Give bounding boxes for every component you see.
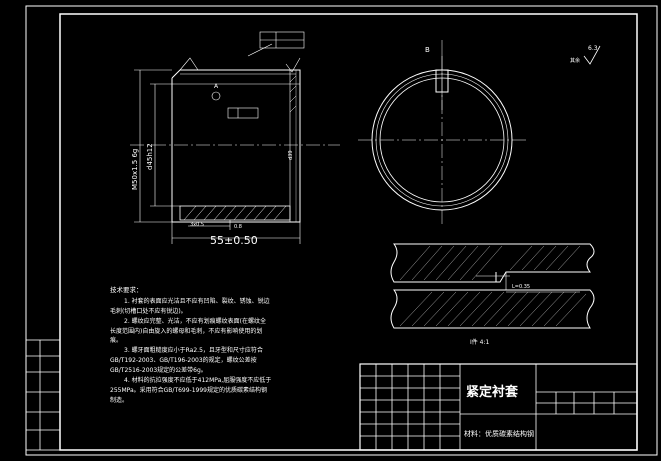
roughness-symbol <box>583 45 601 65</box>
left-stamp-boxes <box>25 339 61 451</box>
title-block <box>359 363 638 451</box>
tech-line: 3. 螺牙面粗糙度应小于Ra2.5，且牙型和尺寸应符合 <box>124 346 263 354</box>
ref-b: B <box>425 46 430 54</box>
tech-line: GB/T2516-2003规定的公差带6g。 <box>110 366 207 374</box>
tech-line: 4. 材料的抗拉强度不应低于412MPa,屈服强度不应低于 <box>124 376 271 384</box>
dim-diameter: d45h12 <box>146 143 154 170</box>
inner-frame <box>59 13 638 451</box>
dim-inner: d39 <box>288 150 294 160</box>
tech-line: 制造。 <box>110 396 128 404</box>
dim-cut-len: 3x0.5 <box>190 222 204 228</box>
outer-frame <box>25 5 658 456</box>
tech-line: 1. 衬套的表面应光洁且不应有凹陷、裂纹、锈蚀、锐边 <box>124 297 270 305</box>
tech-requirements: 技术要求： 1. 衬套的表面应光洁且不应有凹陷、裂纹、锈蚀、锐边 毛刺(切槽口处… <box>110 285 271 404</box>
tech-line: 2. 螺纹应完整、光洁，不应有划痕螺纹表面(在螺纹全 <box>124 317 266 325</box>
main-dimensions <box>134 31 305 244</box>
ref-a: A <box>214 83 219 90</box>
main-view <box>171 69 301 223</box>
tech-line: 痕。 <box>110 336 122 344</box>
detail-hatching <box>399 245 587 327</box>
detail-view <box>390 243 595 329</box>
roughness-value: 6.3 <box>588 45 598 52</box>
detail-sec-len: L=0.35 <box>512 284 530 290</box>
chamfer-label: 0.8 <box>234 224 242 230</box>
dim-length: 55±0.50 <box>210 234 258 247</box>
section-hatching <box>183 75 297 221</box>
dim-thread: M50x1.5 6g <box>131 149 139 190</box>
tech-heading: 技术要求： <box>110 285 143 294</box>
tech-line: GB/T192-2003、GB/T196-2003的规定，螺纹公差按 <box>110 356 257 364</box>
material-label: 材料：优质碳素结构钢 <box>464 429 534 438</box>
drawing-title: 紧定衬套 <box>466 384 519 400</box>
tech-line: 长度范围内)自由旋入的螺母和毛刺，不应有影响使用的划 <box>110 327 262 335</box>
tech-line: 255MPa。采用符合GB/T699-1999规定的优质碳素结构钢 <box>110 386 267 394</box>
roughness-note: 其余 <box>570 57 580 64</box>
detail-label: I件 4:1 <box>470 338 490 346</box>
tech-line: 毛刺(切槽口处不应有锐边)。 <box>110 307 187 315</box>
